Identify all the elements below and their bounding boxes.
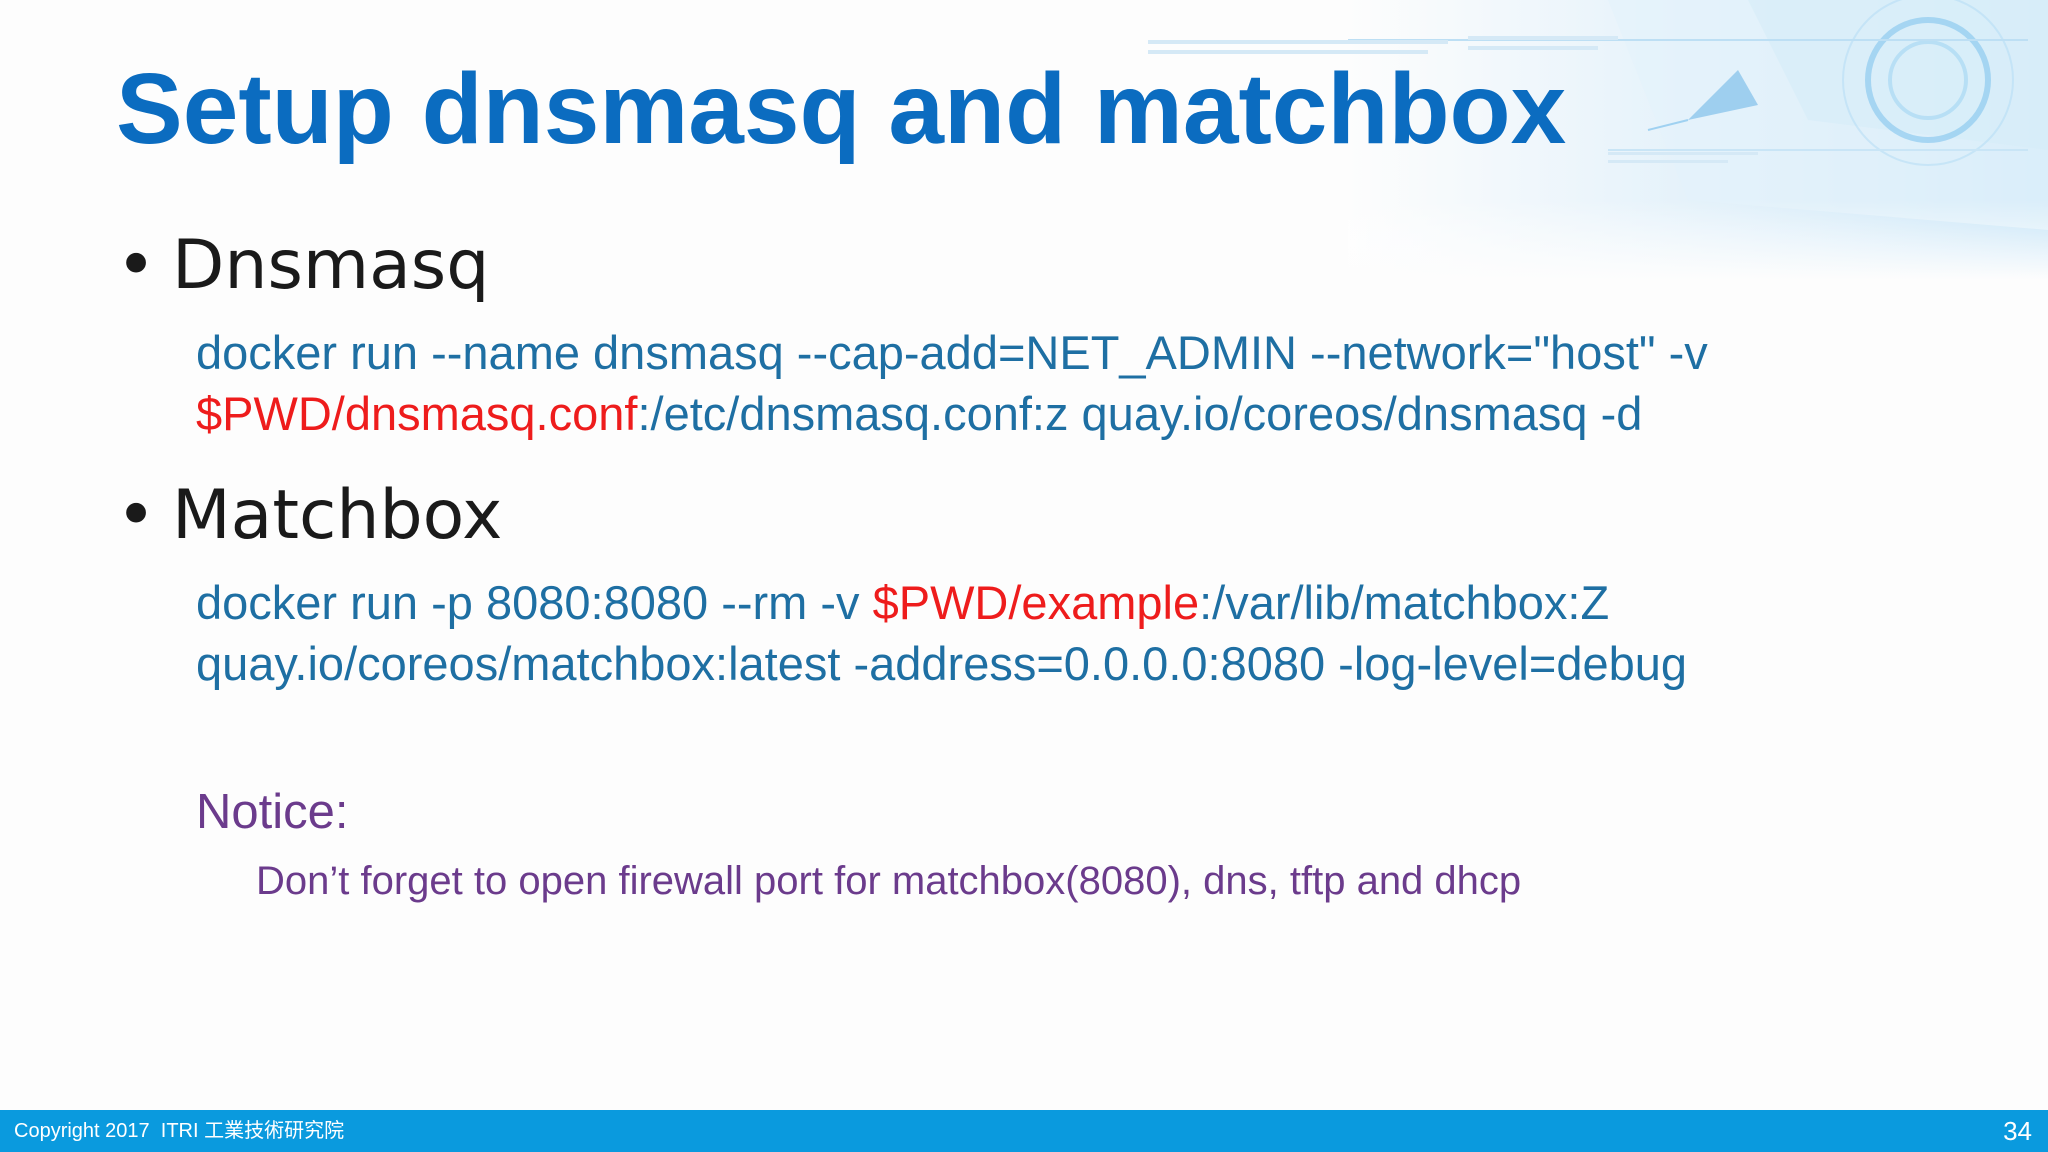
command-text: :/var/lib/matchbox:Z [1199,576,1610,629]
bullet-label: Matchbox [172,476,503,555]
page-number: 34 [2003,1116,2032,1146]
command-text: docker run -p 8080:8080 --rm -v [196,576,873,629]
bullet-label: Dnsmasq [172,226,490,305]
bullet-dnsmasq: •Dnsmasq [116,226,489,306]
bullet-matchbox: •Matchbox [116,476,502,556]
command-line: docker run -p 8080:8080 --rm -v $PWD/exa… [196,572,1687,633]
command-line: docker run --name dnsmasq --cap-add=NET_… [196,326,1708,379]
dnsmasq-command: docker run --name dnsmasq --cap-add=NET_… [196,322,1708,444]
highlighted-path: $PWD/dnsmasq.conf [196,387,638,440]
notice-title: Notice: [196,785,349,839]
highlighted-path: $PWD/example [872,576,1200,629]
matchbox-command: docker run -p 8080:8080 --rm -v $PWD/exa… [196,572,1687,694]
bullet-dot-icon: • [116,476,157,555]
command-text: :/etc/dnsmasq.conf:z quay.io/coreos/dnsm… [637,387,1643,440]
copyright-text: Copyright 2017 ITRI 工業技術研究院 [14,1120,345,1142]
command-line: quay.io/coreos/matchbox:latest -address=… [196,637,1688,690]
notice-text: Don’t forget to open firewall port for m… [256,859,1522,903]
slide-title: Setup dnsmasq and matchbox [116,53,1567,165]
footer-bar: Copyright 2017 ITRI 工業技術研究院 34 [0,1110,2048,1152]
command-line: $PWD/dnsmasq.conf:/etc/dnsmasq.conf:z qu… [196,383,1708,444]
bullet-dot-icon: • [116,226,157,305]
decorative-tech-background [1148,0,2048,280]
